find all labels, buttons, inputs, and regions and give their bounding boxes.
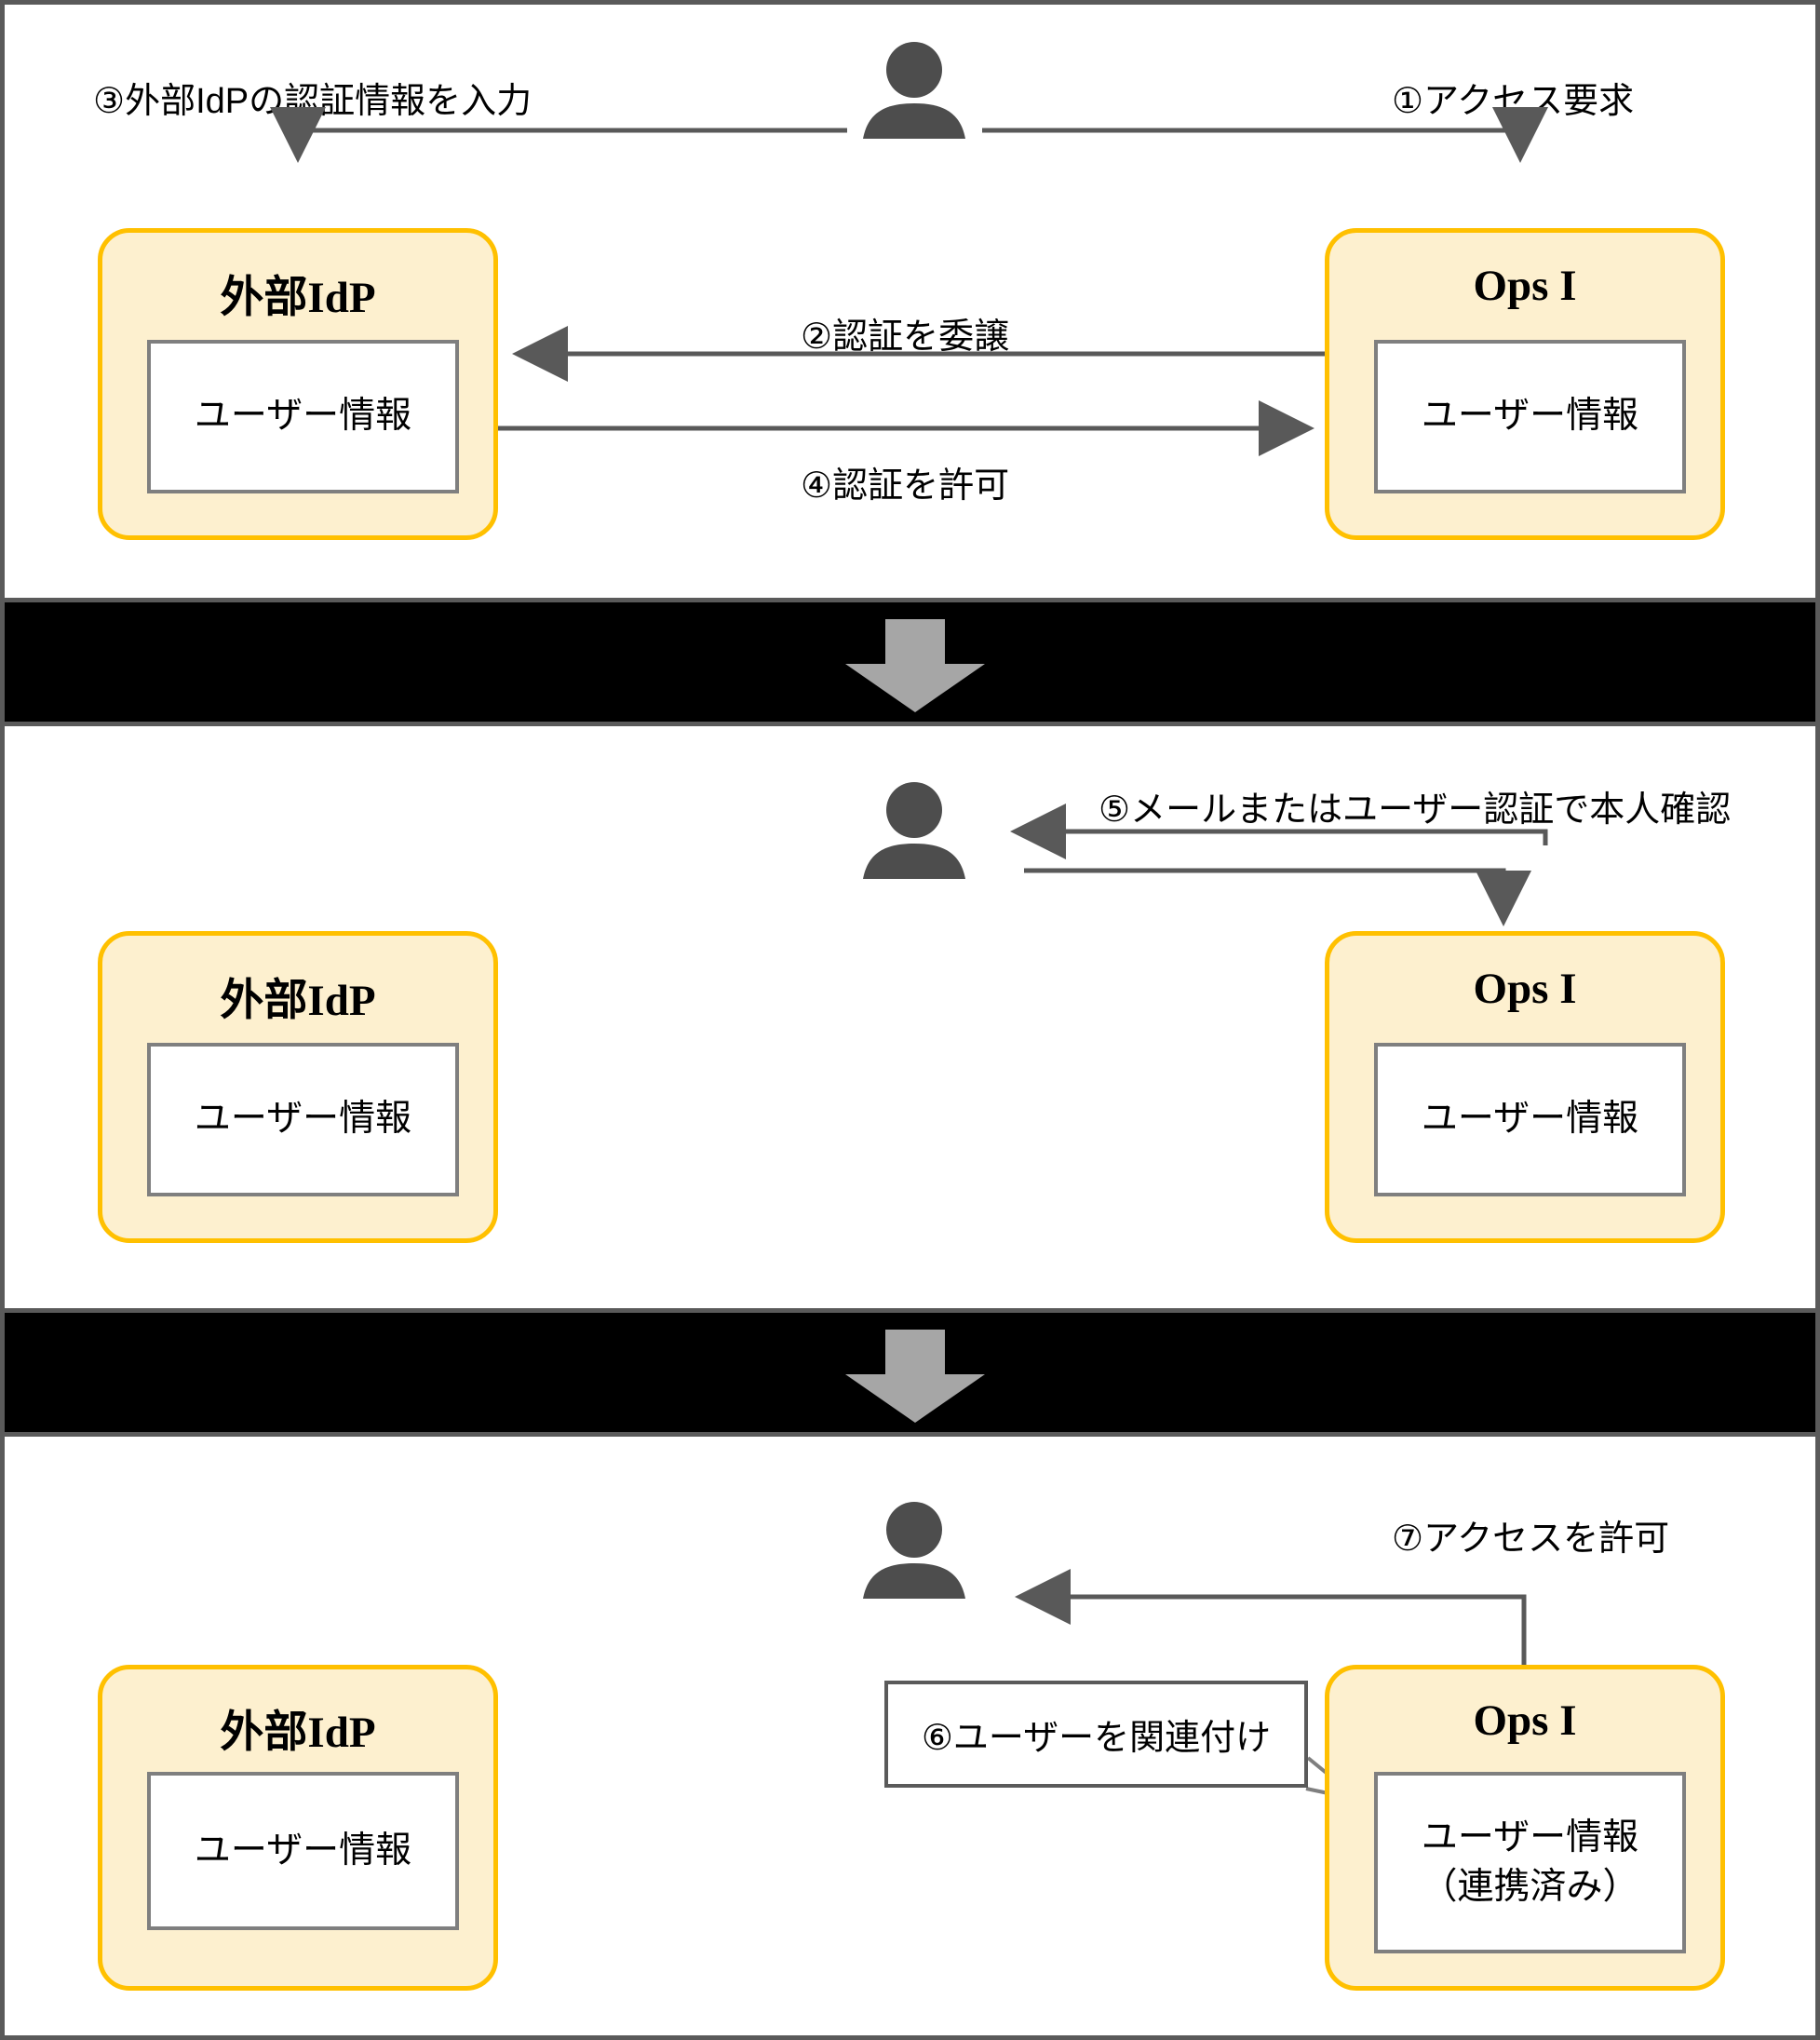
- step-4-label: ④認証を許可: [801, 466, 1010, 506]
- step-6-label: ⑥ユーザーを関連付け: [921, 1719, 1272, 1758]
- external-idp-box[interactable]: 外部IdP ユーザー情報: [98, 228, 498, 540]
- ops-i-user-card-line-1: ユーザー情報: [1421, 1817, 1639, 1858]
- down-arrow-icon: [813, 1330, 1018, 1427]
- external-idp-box[interactable]: 外部IdP ユーザー情報: [98, 1665, 498, 1991]
- external-idp-user-card-line: ユーザー情報: [194, 396, 412, 437]
- external-idp-user-card: ユーザー情報: [147, 340, 459, 493]
- step-1-label: ①アクセス要求: [1392, 82, 1635, 121]
- external-idp-user-card: ユーザー情報: [147, 1772, 459, 1930]
- panel-1: ③外部IdPの認証情報を入力 ①アクセス要求 ②認証を委譲 ④認証を許可 外: [5, 5, 1815, 598]
- user-icon: [847, 782, 982, 885]
- step-7-label: ⑦アクセスを許可: [1392, 1520, 1670, 1559]
- ops-i-user-card: ユーザー情報: [1374, 340, 1686, 493]
- ops-i-title: Ops I: [1473, 965, 1577, 1013]
- ops-i-user-card-line-2: （連携済み）: [1421, 1866, 1639, 1907]
- ops-i-user-card: ユーザー情報: [1374, 1043, 1686, 1196]
- user-icon: [847, 1502, 982, 1604]
- ops-i-title: Ops I: [1473, 262, 1577, 310]
- panel-3: ⑦アクセスを許可 外部IdP ユーザー情報 Ops I ユーザー情報: [5, 1437, 1815, 2035]
- divider-2: [5, 1308, 1815, 1437]
- step-2-label: ②認証を委譲: [801, 317, 1010, 357]
- external-idp-title: 外部IdP: [220, 1709, 376, 1757]
- ops-i-box[interactable]: Ops I ユーザー情報 （連携済み）: [1325, 1665, 1725, 1991]
- external-idp-title: 外部IdP: [220, 274, 376, 322]
- user-icon: [847, 42, 982, 144]
- step-6-callout[interactable]: ⑥ユーザーを関連付け: [884, 1681, 1308, 1788]
- step-3-label: ③外部IdPの認証情報を入力: [93, 82, 533, 121]
- down-arrow-icon: [813, 619, 1018, 717]
- external-idp-user-card-line: ユーザー情報: [194, 1830, 412, 1871]
- divider-1: [5, 598, 1815, 726]
- ops-i-box[interactable]: Ops I ユーザー情報: [1325, 931, 1725, 1243]
- external-idp-user-card: ユーザー情報: [147, 1043, 459, 1196]
- ops-i-box[interactable]: Ops I ユーザー情報: [1325, 228, 1725, 540]
- step-5-label: ⑤メールまたはユーザー認証で本人確認: [1099, 790, 1732, 830]
- ops-i-title: Ops I: [1473, 1696, 1577, 1745]
- external-idp-box[interactable]: 外部IdP ユーザー情報: [98, 931, 498, 1243]
- external-idp-title: 外部IdP: [220, 977, 376, 1025]
- ops-i-user-card: ユーザー情報 （連携済み）: [1374, 1772, 1686, 1953]
- external-idp-user-card-line: ユーザー情報: [194, 1099, 412, 1140]
- ops-i-user-card-line: ユーザー情報: [1421, 396, 1639, 437]
- panel-2: ⑤メールまたはユーザー認証で本人確認 外部IdP ユーザー情報 Ops I: [5, 726, 1815, 1308]
- ops-i-user-card-line: ユーザー情報: [1421, 1099, 1639, 1140]
